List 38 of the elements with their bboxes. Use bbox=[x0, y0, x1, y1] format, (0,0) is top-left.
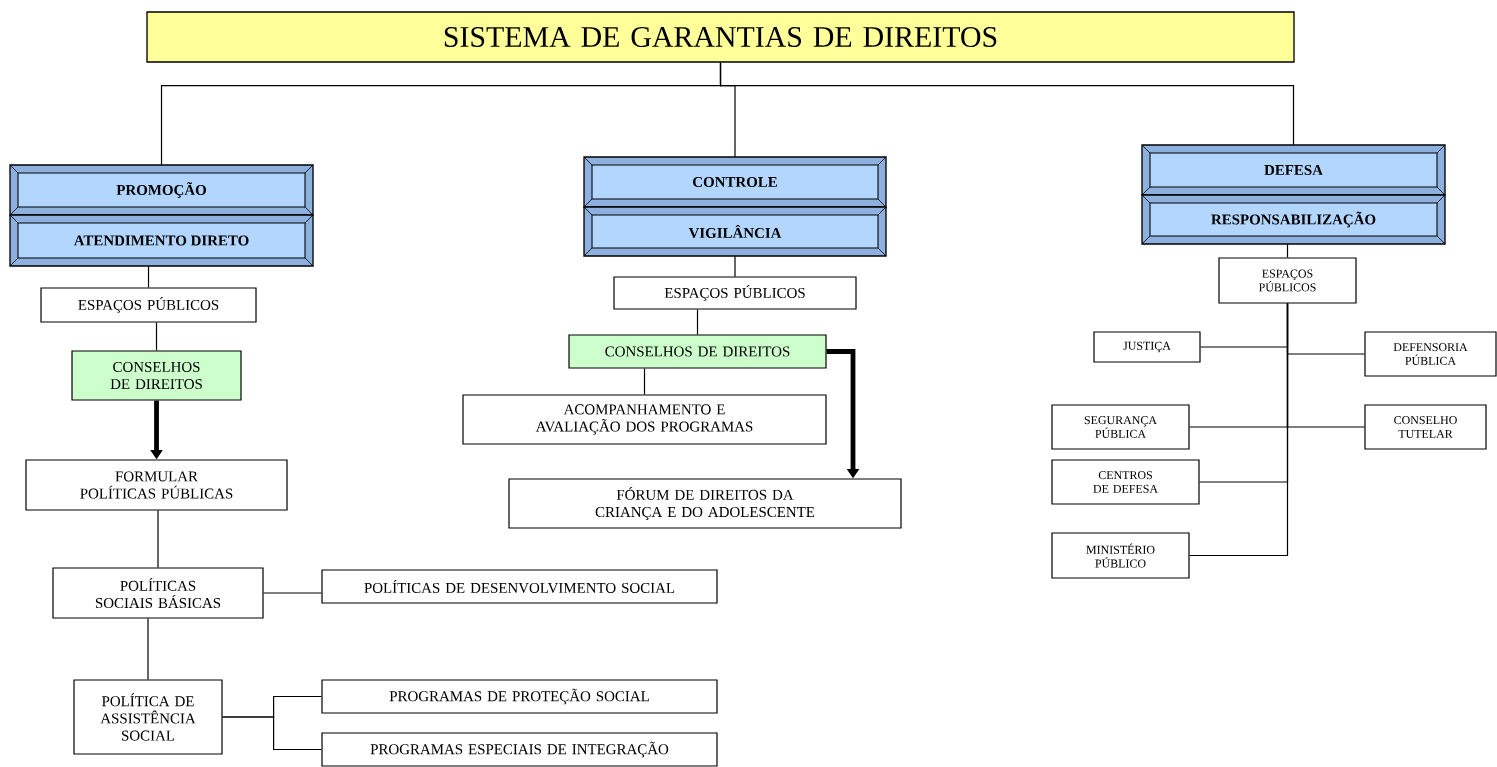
category-box: CONTROLE bbox=[583, 156, 887, 208]
connector-line bbox=[157, 510, 159, 568]
process-box: JUSTIÇA bbox=[1093, 331, 1201, 363]
process-box: ESPAÇOS PÚBLICOS bbox=[40, 287, 257, 323]
connector-line bbox=[147, 618, 149, 680]
process-box: ESPAÇOS PÚBLICOS bbox=[1218, 257, 1357, 304]
process-box: ACOMPANHAMENTO E AVALIAÇÃO DOS PROGRAMAS bbox=[462, 394, 827, 445]
connector-line bbox=[643, 368, 646, 395]
process-box: PROGRAMAS DE PROTEÇÃO SOCIAL bbox=[321, 679, 718, 714]
process-box: FÓRUM DE DIREITOS DA CRIANÇA E DO ADOLESCENTE bbox=[508, 478, 902, 529]
connector-line bbox=[734, 255, 736, 277]
connector-line bbox=[263, 592, 322, 594]
category-box: PROMOÇÃO bbox=[9, 164, 314, 216]
connector-line bbox=[222, 716, 322, 751]
title-box: SISTEMA DE GARANTIAS DE DIREITOS bbox=[146, 11, 1295, 63]
connector-line bbox=[696, 309, 699, 335]
process-box: SEGURANÇA PÚBLICA bbox=[1051, 404, 1190, 450]
process-box: POLÍTICAS SOCIAIS BÁSICAS bbox=[52, 567, 264, 619]
process-box: FORMULAR POLÍTICAS PÚBLICAS bbox=[25, 459, 288, 511]
council-box: CONSELHOS DE DIREITOS bbox=[568, 334, 827, 369]
council-box: CONSELHOS DE DIREITOS bbox=[71, 350, 242, 401]
process-box: PROGRAMAS ESPECIAIS DE INTEGRAÇÃO bbox=[321, 732, 718, 767]
process-box: MINISTÉRIO PÚBLICO bbox=[1051, 532, 1190, 579]
category-box: RESPONSABILIZAÇÃO bbox=[1141, 194, 1446, 245]
connector-line bbox=[1286, 243, 1289, 258]
process-box: CONSELHO TUTELAR bbox=[1364, 404, 1487, 450]
process-box: POLÍTICAS DE DESENVOLVIMENTO SOCIAL bbox=[321, 569, 718, 604]
process-box: CENTROS DE DEFESA bbox=[1051, 459, 1200, 505]
connector-line bbox=[1189, 303, 1289, 557]
category-box: ATENDIMENTO DIRETO bbox=[9, 214, 314, 267]
connector-line bbox=[719, 62, 1295, 146]
connector-line bbox=[155, 322, 158, 351]
process-box: DEFENSORIA PÚBLICA bbox=[1364, 331, 1497, 377]
process-box: ESPAÇOS PÚBLICOS bbox=[613, 276, 857, 310]
process-box: POLÍTICA DE ASSISTÊNCIA SOCIAL bbox=[73, 679, 223, 755]
category-box: VIGILÂNCIA bbox=[583, 206, 887, 257]
category-box: DEFESA bbox=[1141, 144, 1446, 196]
connector-line bbox=[147, 265, 150, 288]
